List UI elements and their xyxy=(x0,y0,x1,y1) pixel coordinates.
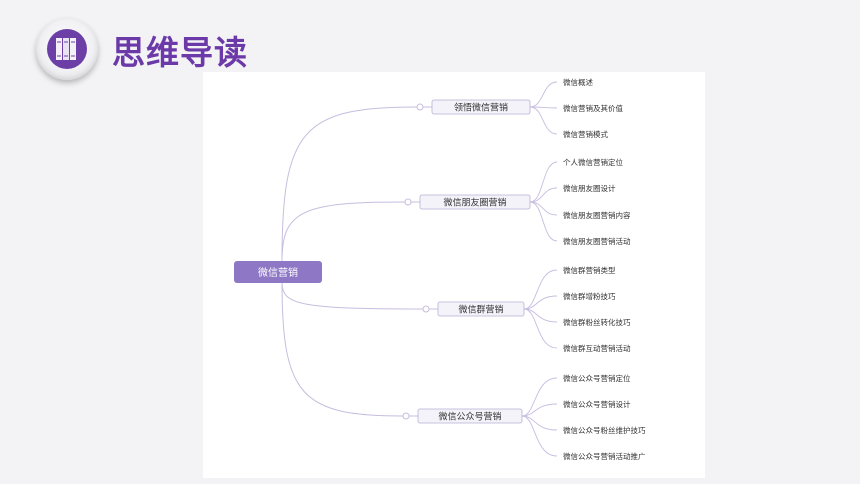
leaf-label: 微信朋友圈设计 xyxy=(563,183,616,193)
leaf-label: 微信概述 xyxy=(563,77,593,87)
connector-lines xyxy=(281,81,558,457)
mindmap-root: 微信营销 xyxy=(234,261,322,283)
page-title: 思维导读 xyxy=(112,33,248,72)
leaf-label: 微信公众号营销定位 xyxy=(563,373,631,383)
branch-node: 微信公众号营销 xyxy=(417,408,523,424)
root-label: 微信营销 xyxy=(258,266,298,279)
leaf-label: 微信朋友圈营销活动 xyxy=(563,236,631,246)
leaf-label: 微信群粉丝转化技巧 xyxy=(563,317,631,327)
branch-node: 微信朋友圈营销 xyxy=(419,194,531,210)
branch-label: 微信朋友圈营销 xyxy=(443,197,506,209)
branch-node: 微信群营销 xyxy=(437,301,525,317)
leaf-label: 微信群互动营销活动 xyxy=(563,343,631,353)
leaf-label: 微信朋友圈营销内容 xyxy=(563,210,631,220)
leaf-label: 微信公众号营销设计 xyxy=(563,399,631,409)
leaf-label: 微信公众号粉丝维护技巧 xyxy=(563,425,646,435)
branch-label: 微信群营销 xyxy=(458,304,503,316)
leaf-label: 微信群营销类型 xyxy=(563,265,616,275)
branch-node: 领悟微信营销 xyxy=(431,99,531,115)
books-icon xyxy=(47,29,87,69)
leaf-label: 微信营销及其价值 xyxy=(563,103,623,113)
leaf-label: 微信营销模式 xyxy=(563,129,608,139)
branch-label: 领悟微信营销 xyxy=(454,102,508,114)
books-badge-icon xyxy=(36,18,98,80)
branch-label: 微信公众号营销 xyxy=(438,411,501,423)
leaf-label: 微信群增粉技巧 xyxy=(563,291,616,301)
leaf-label: 微信公众号营销活动推广 xyxy=(563,451,646,461)
leaf-label: 个人微信营销定位 xyxy=(563,157,623,167)
